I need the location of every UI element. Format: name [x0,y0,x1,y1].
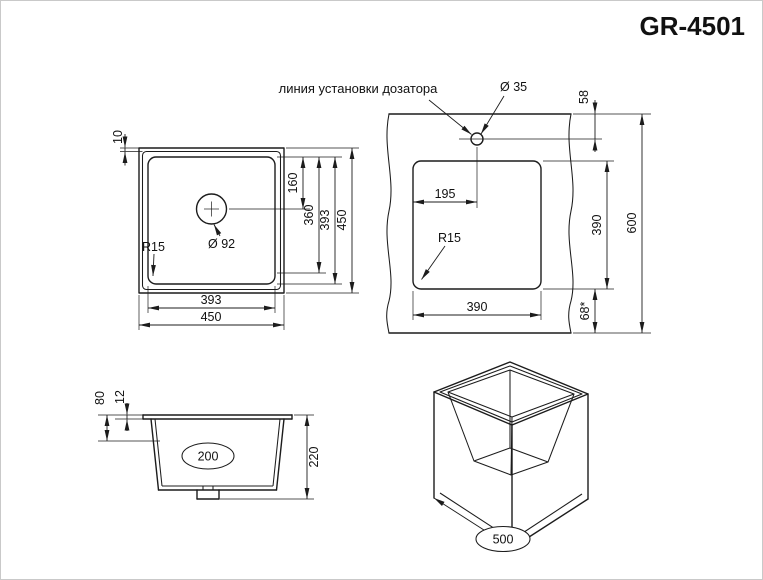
cutout-view: линия установки дозатора Ø 35 58 195 R15… [279,80,651,334]
dispenser-callout: линия установки дозатора [279,81,472,135]
plan-dim-rim-label: 10 [111,130,125,144]
plan-dim-bowl-width-label: 393 [201,293,222,307]
cutout-dim-height-label: 390 [590,215,604,236]
plan-radius-callout: R15 [142,240,165,277]
section-outline [142,414,293,500]
plan-dim-160-label: 160 [286,173,300,194]
cutout-dim-panel-height: 600 [625,114,645,333]
plan-dim-overall-width: 450 [139,310,284,328]
iso-rim-mid [439,365,583,423]
plan-dim-360-label: 360 [302,205,316,226]
iso-bowl-opening [447,369,575,418]
plan-drain-centermark [204,201,219,217]
plan-dim-bowl-height-label: 393 [318,210,332,231]
plan-extension-lines [120,147,359,330]
plan-dim-overall-height: 450 [335,148,355,293]
plan-dim-360: 360 [302,157,322,273]
section-view: 80 12 200 220 [93,390,321,500]
plan-outer-edge [138,147,285,294]
section-dim-12: 12 [113,390,130,431]
cutout-dim-panel-height-label: 600 [625,213,639,234]
cutout-dim-58: 58 [577,90,598,152]
plan-drain-callout: Ø 92 [208,224,235,251]
dispenser-label: линия установки дозатора [279,81,439,96]
plan-dim-rim: 10 [111,130,128,166]
section-dim-80-label: 80 [93,391,107,405]
cutout-dim-195: 195 [413,187,477,205]
cutout-radius-label: R15 [438,231,461,245]
plan-drain-circle [195,193,228,225]
cutout-dim-width-label: 390 [467,300,488,314]
cutout-dim-68: 68* [578,289,598,333]
section-extension-lines [98,414,314,500]
panel-right-break-line [568,113,574,334]
iso-view: 500 [433,361,589,553]
iso-cabinet-label: 500 [493,533,514,547]
hole-diameter-callout: Ø 35 [480,80,527,135]
section-dim-80: 80 [93,391,110,441]
section-inner-wall [154,418,281,490]
plan-dim-bowl-height: 393 [318,157,338,284]
plan-dim-overall-width-label: 450 [201,310,222,324]
cutout-dim-58-label: 58 [577,90,591,104]
hole-diameter-label: Ø 35 [500,80,527,94]
cutout-dim-68-label: 68* [578,301,592,320]
plan-drain-label: Ø 92 [208,237,235,251]
cutout-dim-195-label: 195 [435,187,456,201]
section-depth-oval: 200 [181,442,235,470]
cutout-dim-height: 390 [590,161,610,289]
cutout-radius-callout: R15 [421,231,461,280]
section-dim-220: 220 [304,415,321,499]
plan-radius-label: R15 [142,240,165,254]
plan-dim-bowl-width: 393 [148,293,275,311]
cutout-extension-lines [412,113,651,334]
plan-dim-160: 160 [286,157,306,209]
cutout-dim-width: 390 [413,300,541,318]
section-dim-12-label: 12 [113,390,127,404]
model-title: GR-4501 [640,11,746,41]
plan-dim-overall-height-label: 450 [335,210,349,231]
section-depth-label: 200 [198,450,219,464]
plan-bowl-edge [147,156,276,285]
panel-left-break-line [386,113,392,334]
plan-rim-edge [141,150,282,291]
iso-cabinet-oval: 500 [475,525,531,553]
section-dim-220-label: 220 [307,447,321,468]
plan-view: 10 160 360 393 450 393 450 [111,130,359,330]
